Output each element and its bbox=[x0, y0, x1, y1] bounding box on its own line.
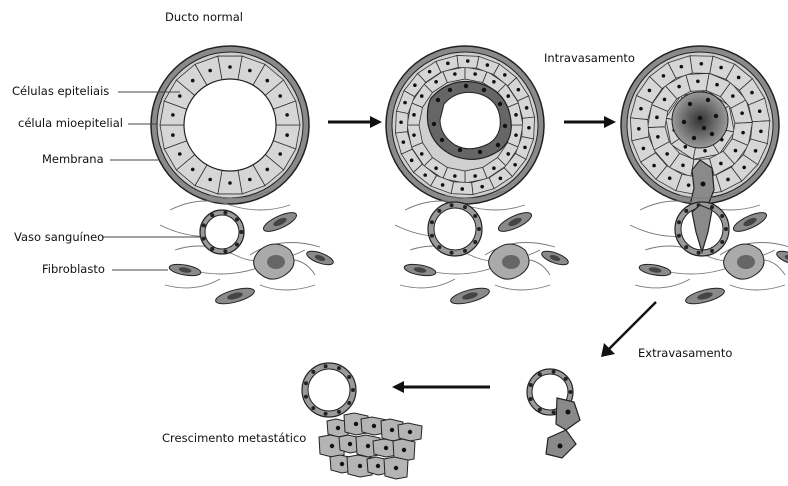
arrow-stage4-to-5 bbox=[392, 381, 490, 393]
arrow-stage1-to-2 bbox=[328, 116, 382, 128]
normal-duct bbox=[151, 46, 309, 204]
extravasation-vessel bbox=[527, 369, 580, 458]
label-extravasamento: Extravasamento bbox=[638, 348, 732, 360]
label-vaso-sanguineo: Vaso sanguíneo bbox=[14, 232, 104, 244]
tumor-lumen bbox=[440, 92, 500, 148]
tumor-duct bbox=[386, 46, 544, 204]
label-celula-mioepitelial: célula mioepitelial bbox=[18, 118, 123, 130]
duct-lumen bbox=[184, 79, 276, 171]
label-fibroblasto: Fibroblasto bbox=[42, 264, 105, 276]
label-intravasamento: Intravasamento bbox=[544, 53, 635, 65]
label-ducto-normal: Ducto normal bbox=[165, 12, 243, 24]
label-crescimento-metastatico: Crescimento metastático bbox=[162, 433, 306, 445]
blood-vessel-1 bbox=[200, 210, 244, 254]
label-membrana: Membrana bbox=[42, 154, 104, 166]
stroma-1 bbox=[160, 191, 335, 307]
label-celulas-epiteliais: Células epiteliais bbox=[12, 86, 109, 98]
blood-vessel-2 bbox=[428, 202, 482, 256]
arrow-stage2-to-3 bbox=[564, 116, 616, 128]
metastatic-vessel bbox=[302, 363, 356, 417]
stroma-2 bbox=[395, 191, 570, 307]
metastatic-cell-cluster bbox=[319, 413, 422, 479]
blood-vessel-3 bbox=[675, 202, 729, 256]
